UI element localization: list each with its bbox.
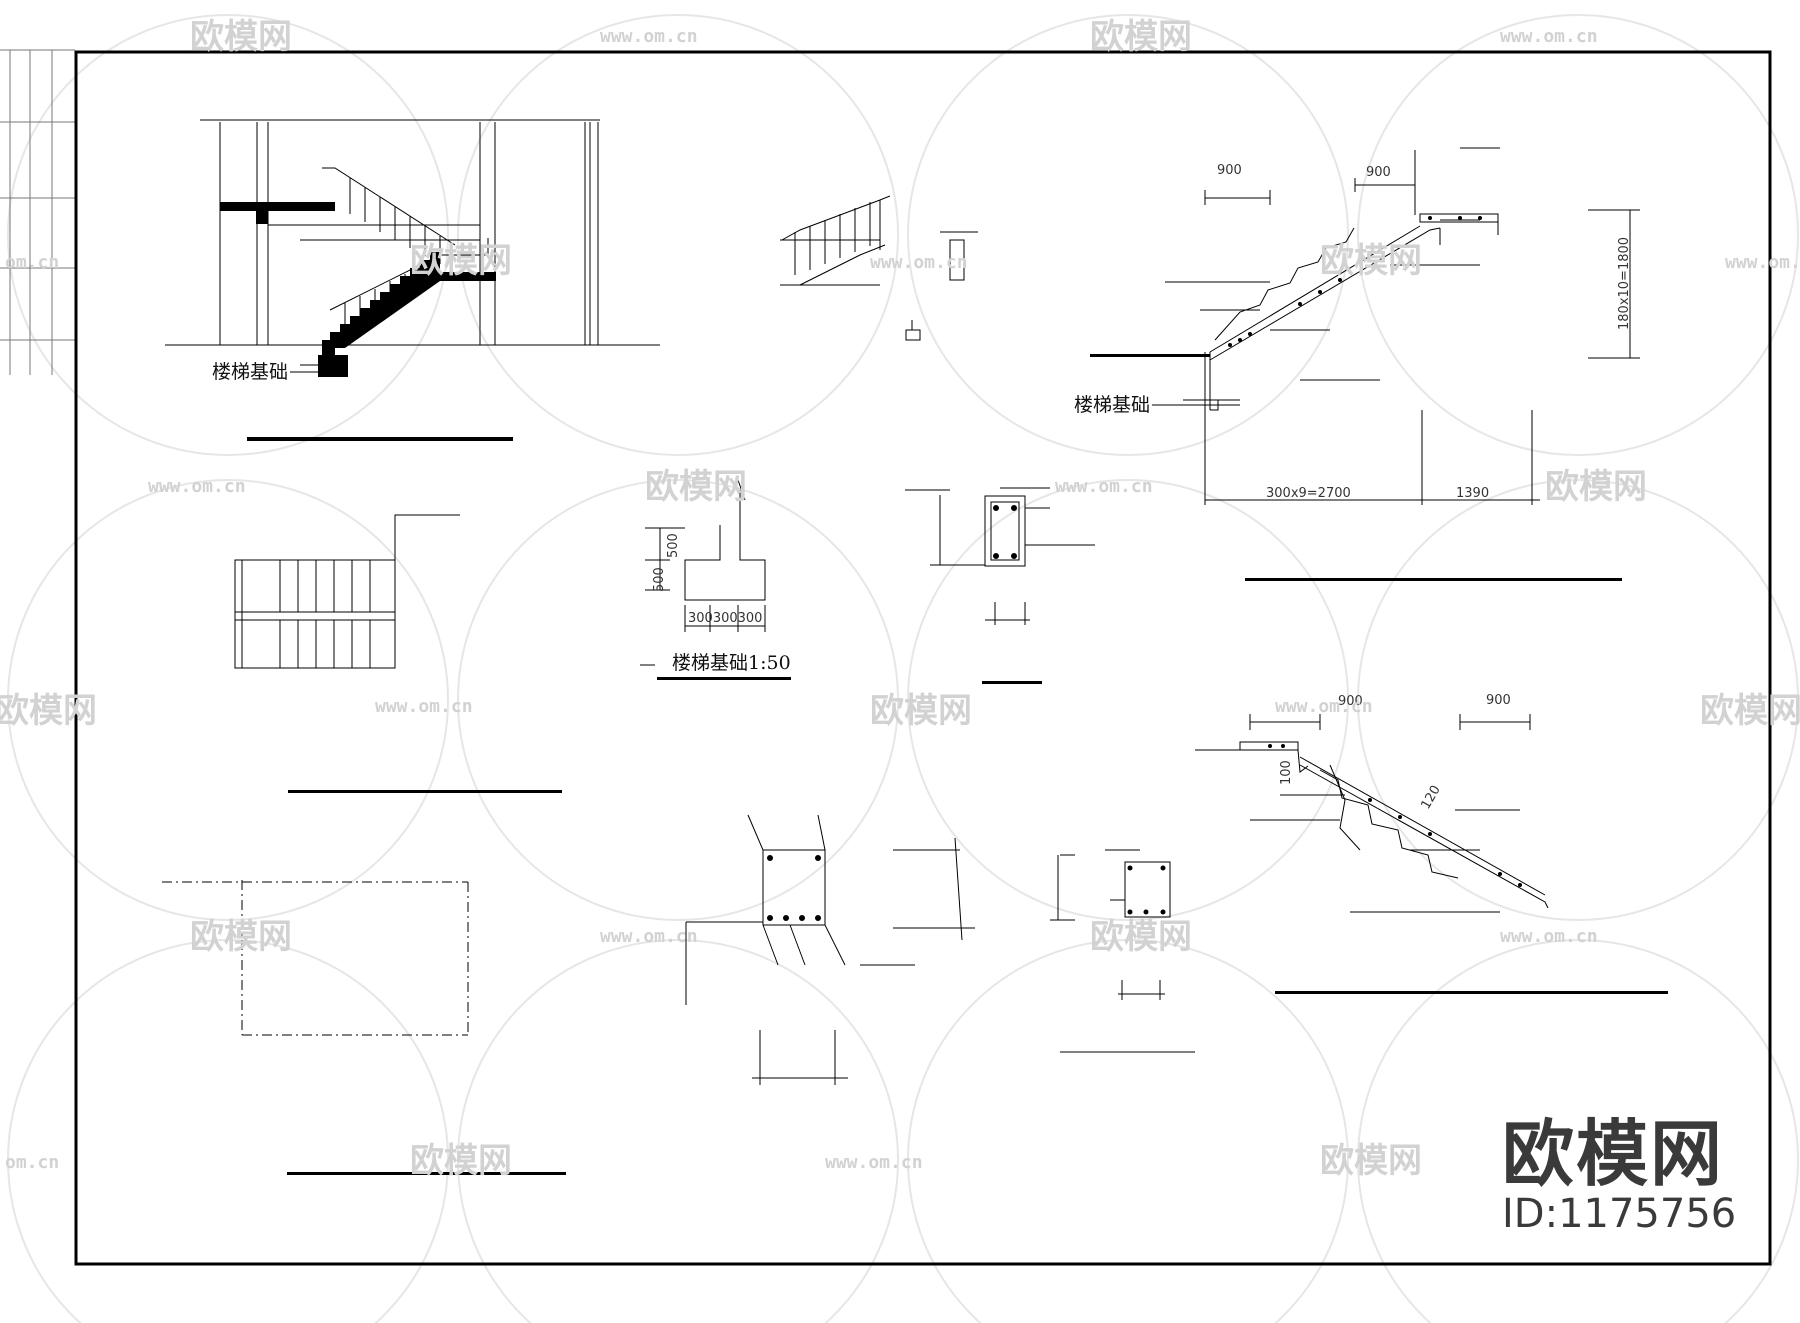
watermark-arcs <box>7 14 1799 1323</box>
foundation-detail: 500 500 300300300 楼梯基础1:50 <box>640 479 791 680</box>
svg-text:www.om.cn: www.om.cn <box>600 926 698 947</box>
svg-text:欧模网: 欧模网 <box>0 691 97 731</box>
stair-section-view: 楼梯基础 <box>165 119 660 441</box>
svg-text:om.cn: om.cn <box>5 252 59 273</box>
dim-120: 120 <box>1418 783 1443 812</box>
dim-500-b: 500 <box>652 567 667 592</box>
dim-run: 300x9=2700 <box>1266 486 1351 501</box>
lower-left-title-underline <box>287 1172 566 1175</box>
svg-text:www.om.cn: www.om.cn <box>1500 926 1598 947</box>
svg-text:欧模网: 欧模网 <box>190 917 292 957</box>
dim-100: 100 <box>1279 760 1294 785</box>
slanted-beam-detail <box>685 814 975 1085</box>
svg-text:www.om.cn: www.om.cn <box>825 1152 923 1173</box>
svg-text:欧模网: 欧模网 <box>1090 917 1192 957</box>
svg-text:欧模网: 欧模网 <box>1545 467 1647 507</box>
svg-text:欧模网: 欧模网 <box>870 691 972 731</box>
svg-text:www.om.cn: www.om.cn <box>375 696 473 717</box>
lower-slab-section: 900 900 100 120 <box>1195 693 1668 994</box>
svg-text:欧模网: 欧模网 <box>410 241 512 281</box>
svg-text:www.om.cn: www.om.cn <box>148 476 246 497</box>
dim-900-d: 900 <box>1486 693 1511 708</box>
svg-text:www.om.cn: www.om.cn <box>870 252 968 273</box>
svg-text:欧模网: 欧模网 <box>645 467 747 507</box>
dim-900-b: 900 <box>1366 165 1391 180</box>
svg-text:欧模网: 欧模网 <box>1700 691 1800 731</box>
svg-text:www.om.cn: www.om.cn <box>1725 252 1800 273</box>
watermark-brands: 欧模网 欧模网 欧模网 欧模网 欧模网 欧模网 欧模网 欧模网 欧模网 欧模网 … <box>0 17 1800 1181</box>
dim-500-a: 500 <box>666 533 681 558</box>
svg-text:欧模网: 欧模网 <box>190 17 292 57</box>
dashed-plan-outline <box>162 880 469 1036</box>
stair-plan-view <box>234 514 460 669</box>
svg-text:om.cn: om.cn <box>5 1152 59 1173</box>
svg-text:www.om.cn: www.om.cn <box>1500 26 1598 47</box>
dim-rise: 180x10=1800 <box>1617 237 1632 330</box>
plan-title-underline <box>288 790 562 793</box>
corner-logo-brand: 欧模网 <box>1502 1112 1725 1196</box>
svg-text:www.om.cn: www.om.cn <box>1055 476 1153 497</box>
dim-1390: 1390 <box>1456 486 1489 501</box>
dim-300x3: 300300300 <box>688 611 762 626</box>
svg-text:www.om.cn: www.om.cn <box>600 26 698 47</box>
watermark-urls: www.om.cn www.om.cn om.cn www.om.cn www.… <box>5 26 1800 1173</box>
corner-logo: 欧模网 ID:1175756 <box>1502 1118 1742 1238</box>
stair-foundation-label-1: 楼梯基础 <box>212 361 288 383</box>
drawing-border <box>74 50 1772 1266</box>
foundation-detail-caption: 楼梯基础1:50 <box>672 652 791 674</box>
small-stair-elevation <box>780 195 978 341</box>
corner-logo-id: ID:1175756 <box>1502 1191 1737 1237</box>
svg-text:欧模网: 欧模网 <box>1320 1141 1422 1181</box>
svg-text:欧模网: 欧模网 <box>410 1141 512 1181</box>
stair-slab-section: 900 900 180x10=1800 300x9=2700 1390 楼梯基础 <box>1074 147 1640 581</box>
beam-section-detail <box>905 487 1095 684</box>
svg-text:欧模网: 欧模网 <box>1320 241 1422 281</box>
svg-text:www.om.cn: www.om.cn <box>1275 696 1373 717</box>
small-beam-section <box>1050 849 1195 1053</box>
svg-text:欧模网: 欧模网 <box>1090 17 1192 57</box>
title-block-strip <box>0 49 75 375</box>
stair-foundation-label-2: 楼梯基础 <box>1074 394 1150 416</box>
dim-900-c: 900 <box>1338 694 1363 709</box>
dim-900-a: 900 <box>1217 163 1242 178</box>
